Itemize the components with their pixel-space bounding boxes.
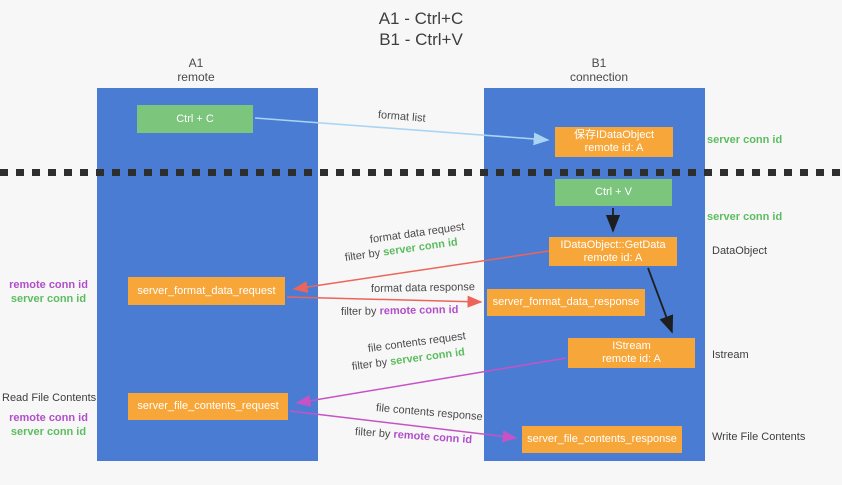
getdata-node: IDataObject::GetData remote id: A bbox=[549, 237, 677, 266]
istream-line1: IStream bbox=[612, 340, 651, 352]
format-remote-conn-id-label: remote conn id bbox=[9, 279, 88, 291]
istream-node: IStream remote id: A bbox=[568, 338, 695, 368]
file-request-node: server_file_contents_request bbox=[128, 393, 288, 420]
format-data-response-arrow-label: format data response bbox=[370, 281, 476, 295]
lifeline-b-subtitle: connection bbox=[569, 70, 629, 84]
format-response-label: server_format_data_response bbox=[492, 296, 640, 308]
file-response-filter-label: filter by remote conn id bbox=[355, 426, 473, 446]
format-request-label: server_format_data_request bbox=[137, 284, 276, 297]
save-dataobject-line2: remote id: A bbox=[584, 142, 644, 154]
format-request-node: server_format_data_request bbox=[128, 277, 285, 305]
file-server-conn-id-label: server conn id bbox=[10, 426, 87, 438]
getdata-line2: remote id: A bbox=[583, 251, 643, 264]
file-request-label: server_file_contents_request bbox=[137, 400, 279, 412]
file-conn-ids: remote conn id server conn id bbox=[0, 411, 97, 439]
write-file-contents-label: Write File Contents bbox=[712, 431, 806, 443]
format-list-arrow-label: format list bbox=[377, 109, 427, 125]
ctrl-v-label: Ctrl + V bbox=[595, 186, 632, 198]
format-conn-ids: remote conn id server conn id bbox=[0, 278, 97, 306]
lifeline-b-name: B1 bbox=[591, 56, 607, 70]
format-server-conn-id-label: server conn id bbox=[10, 293, 87, 305]
lifeline-a-subtitle: remote bbox=[177, 70, 215, 84]
save-dataobject-line1: 保存IDataObject bbox=[573, 129, 655, 141]
diagram-title: A1 - Ctrl+C B1 - Ctrl+V bbox=[0, 8, 842, 50]
read-file-contents-label: Read File Contents bbox=[2, 392, 97, 404]
file-response-filter-prefix: filter by bbox=[354, 426, 391, 441]
ctrl-c-node: Ctrl + C bbox=[137, 105, 253, 133]
format-response-filter-key: remote conn id bbox=[379, 303, 459, 318]
dataobject-label: DataObject bbox=[712, 245, 768, 257]
lifeline-a-header: A1 remote bbox=[96, 56, 296, 84]
file-response-label: server_file_contents_response bbox=[527, 433, 677, 445]
file-remote-conn-id-label: remote conn id bbox=[9, 412, 88, 424]
format-response-filter-prefix: filter by bbox=[340, 305, 377, 318]
istream-line2: remote id: A bbox=[602, 353, 661, 365]
lifeline-a-name: A1 bbox=[188, 56, 204, 70]
file-contents-response-arrow-label: file contents response bbox=[375, 402, 484, 424]
format-request-filter-prefix: filter by bbox=[344, 247, 381, 264]
file-response-node: server_file_contents_response bbox=[522, 426, 682, 453]
ctrl-c-label: Ctrl + C bbox=[176, 112, 214, 125]
file-response-filter-key: remote conn id bbox=[393, 428, 473, 447]
istream-annotation-label: Istream bbox=[712, 349, 749, 361]
server-conn-id-mid-label: server conn id bbox=[707, 211, 783, 223]
format-response-filter-label: filter by remote conn id bbox=[341, 304, 459, 318]
format-response-node: server_format_data_response bbox=[487, 289, 645, 316]
title-line-1: A1 - Ctrl+C bbox=[378, 9, 464, 28]
lifeline-b-header: B1 connection bbox=[499, 56, 699, 84]
server-conn-id-top-label: server conn id bbox=[707, 134, 783, 146]
getdata-line1: IDataObject::GetData bbox=[560, 238, 666, 251]
title-line-2: B1 - Ctrl+V bbox=[379, 30, 463, 49]
dotted-divider bbox=[0, 169, 842, 176]
ctrl-v-node: Ctrl + V bbox=[555, 179, 672, 206]
save-dataobject-node: 保存IDataObject remote id: A bbox=[555, 127, 673, 157]
file-request-filter-prefix: filter by bbox=[351, 356, 388, 373]
